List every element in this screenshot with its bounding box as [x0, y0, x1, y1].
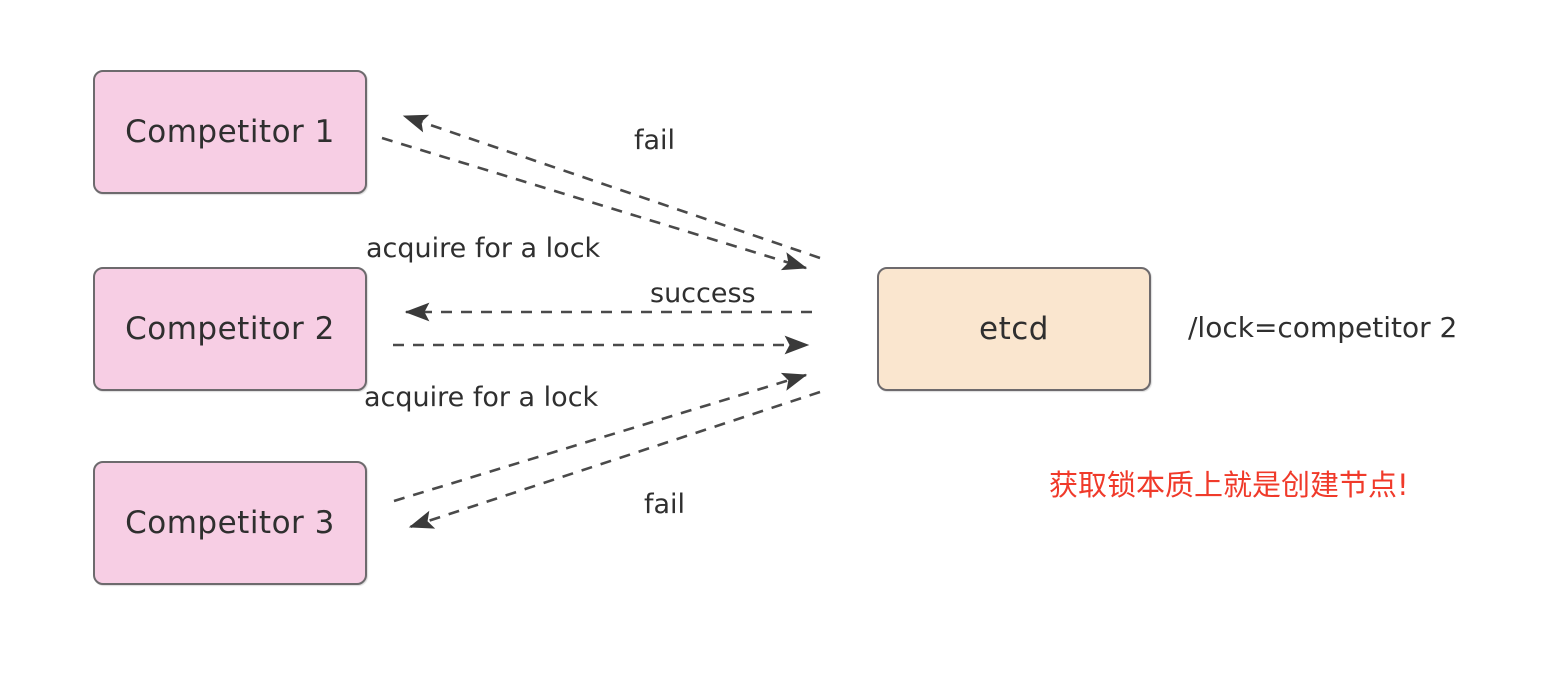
edge-label-fail-bottom: fail: [644, 489, 686, 520]
node-competitor-3[interactable]: Competitor 3: [93, 461, 367, 585]
node-competitor-2[interactable]: Competitor 2: [93, 267, 367, 391]
node-competitor-2-label: Competitor 2: [125, 311, 335, 347]
lock-key-value-annotation: /lock=competitor 2: [1188, 311, 1458, 344]
edge-label-fail-top: fail: [634, 125, 676, 156]
note-annotation-red: 获取锁本质上就是创建节点!: [1049, 468, 1409, 502]
edge-label-acquire-bottom: acquire for a lock: [364, 382, 599, 413]
node-etcd[interactable]: etcd: [877, 267, 1151, 391]
node-competitor-3-label: Competitor 3: [125, 505, 335, 541]
node-competitor-1-label: Competitor 1: [125, 114, 335, 150]
edge-label-acquire-top: acquire for a lock: [366, 233, 601, 264]
edge-label-success: success: [650, 278, 756, 309]
edge-c1-response: [402, 114, 821, 260]
edge-c1-request: [381, 136, 808, 271]
node-competitor-1[interactable]: Competitor 1: [93, 70, 367, 194]
node-etcd-label: etcd: [979, 311, 1049, 347]
